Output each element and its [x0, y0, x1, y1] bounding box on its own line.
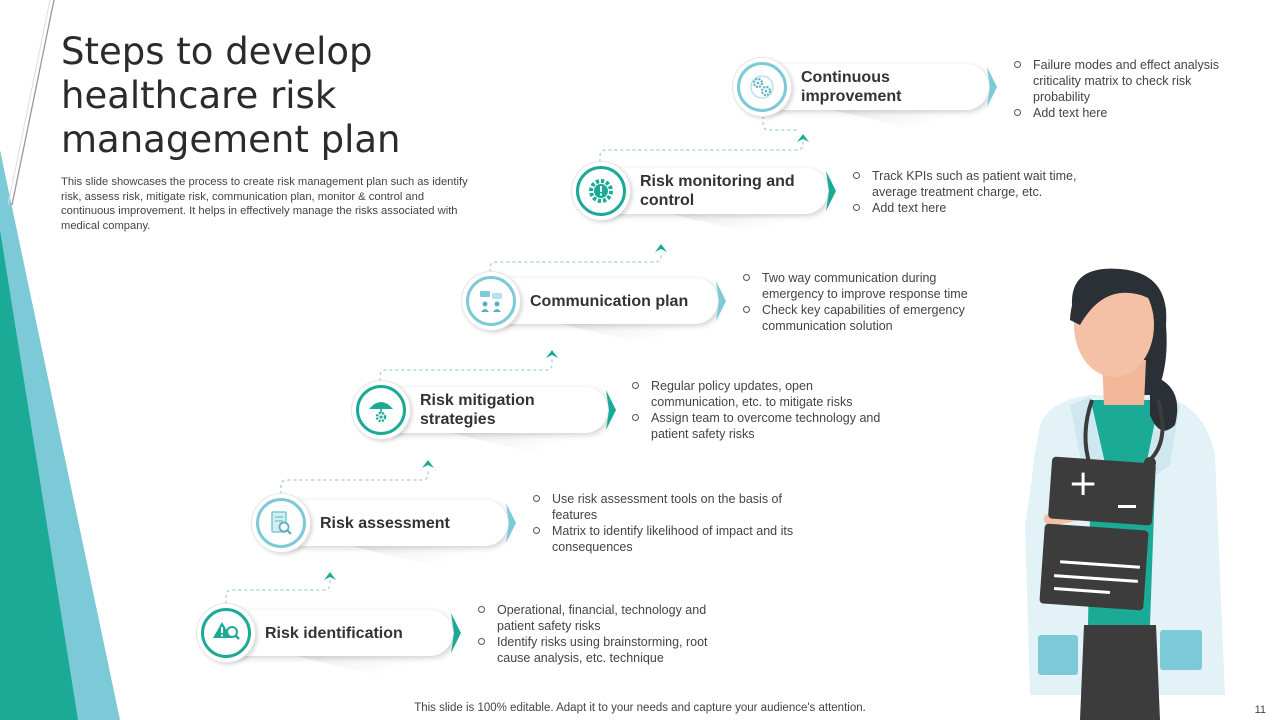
bullet-item: Use risk assessment tools on the basis o…	[533, 491, 798, 523]
warning-search-icon	[213, 622, 240, 640]
chevron-right-icon	[506, 503, 516, 543]
footer-note: This slide is 100% editable. Adapt it to…	[414, 702, 866, 714]
bullet-item: Two way communication during emergency t…	[743, 270, 993, 302]
slide-description: This slide showcases the process to crea…	[61, 176, 468, 232]
svg-text:+: +	[1068, 463, 1098, 504]
bullet-item: Assign team to overcome technology and p…	[632, 410, 882, 442]
step-label: Communication plan	[530, 292, 689, 310]
step-risk-assessment: Risk assessment	[252, 494, 522, 583]
page-number: 11	[1254, 704, 1266, 716]
step-6-bullets: Failure modes and effect analysis critic…	[1014, 57, 1249, 121]
bullet-item: Track KPIs such as patient wait time, av…	[853, 168, 1103, 200]
step-3-bullets: Regular policy updates, open communicati…	[632, 378, 882, 442]
step-label: Risk identification	[265, 624, 403, 642]
step-4-bullets: Two way communication during emergency t…	[743, 270, 993, 334]
page-title: Steps to develop healthcare risk managem…	[61, 30, 401, 161]
chevron-right-icon	[606, 390, 616, 430]
step-label: Risk assessment	[320, 514, 450, 532]
step-label: Continuous improvement	[801, 69, 902, 105]
document-magnifier-icon	[271, 511, 292, 535]
chevron-right-icon	[987, 67, 997, 107]
bullet-item: Matrix to identify likelihood of impact …	[533, 523, 798, 555]
chevron-right-icon	[716, 281, 726, 321]
doctor-illustration: +	[1025, 268, 1225, 720]
step-label: Risk mitigation strategies	[420, 392, 535, 428]
step-risk-mitigation-strategies: Risk mitigation strategies	[352, 381, 622, 470]
umbrella-gear-icon	[369, 402, 393, 423]
step-1-bullets: Operational, financial, technology and p…	[478, 602, 728, 666]
bullet-item: Regular policy updates, open communicati…	[632, 378, 882, 410]
step-5-bullets: Track KPIs such as patient wait time, av…	[853, 168, 1103, 216]
gear-cycle-icon	[750, 75, 774, 99]
bullet-item: Check key capabilities of emergency comm…	[743, 302, 993, 334]
gear-alert-icon	[589, 179, 613, 203]
bullet-item: Failure modes and effect analysis critic…	[1014, 57, 1249, 105]
step-label: Risk monitoring and control	[640, 173, 795, 209]
bullet-item: Add text here	[1014, 105, 1249, 121]
chevron-right-icon	[451, 613, 461, 653]
step-communication-plan: Communication plan	[462, 272, 732, 361]
bullet-item: Identify risks using brainstorming, root…	[478, 634, 728, 666]
step-continuous-improvement: Continuous improvement	[733, 58, 1003, 147]
step-risk-monitoring-and-control: Risk monitoring and control	[572, 162, 842, 251]
bullet-item: Add text here	[853, 200, 1103, 216]
step-risk-identification: Risk identification	[197, 604, 467, 693]
bullet-item: Operational, financial, technology and p…	[478, 602, 728, 634]
step-2-bullets: Use risk assessment tools on the basis o…	[533, 491, 798, 555]
chevron-right-icon	[826, 171, 836, 211]
team-chat-icon	[480, 291, 502, 312]
